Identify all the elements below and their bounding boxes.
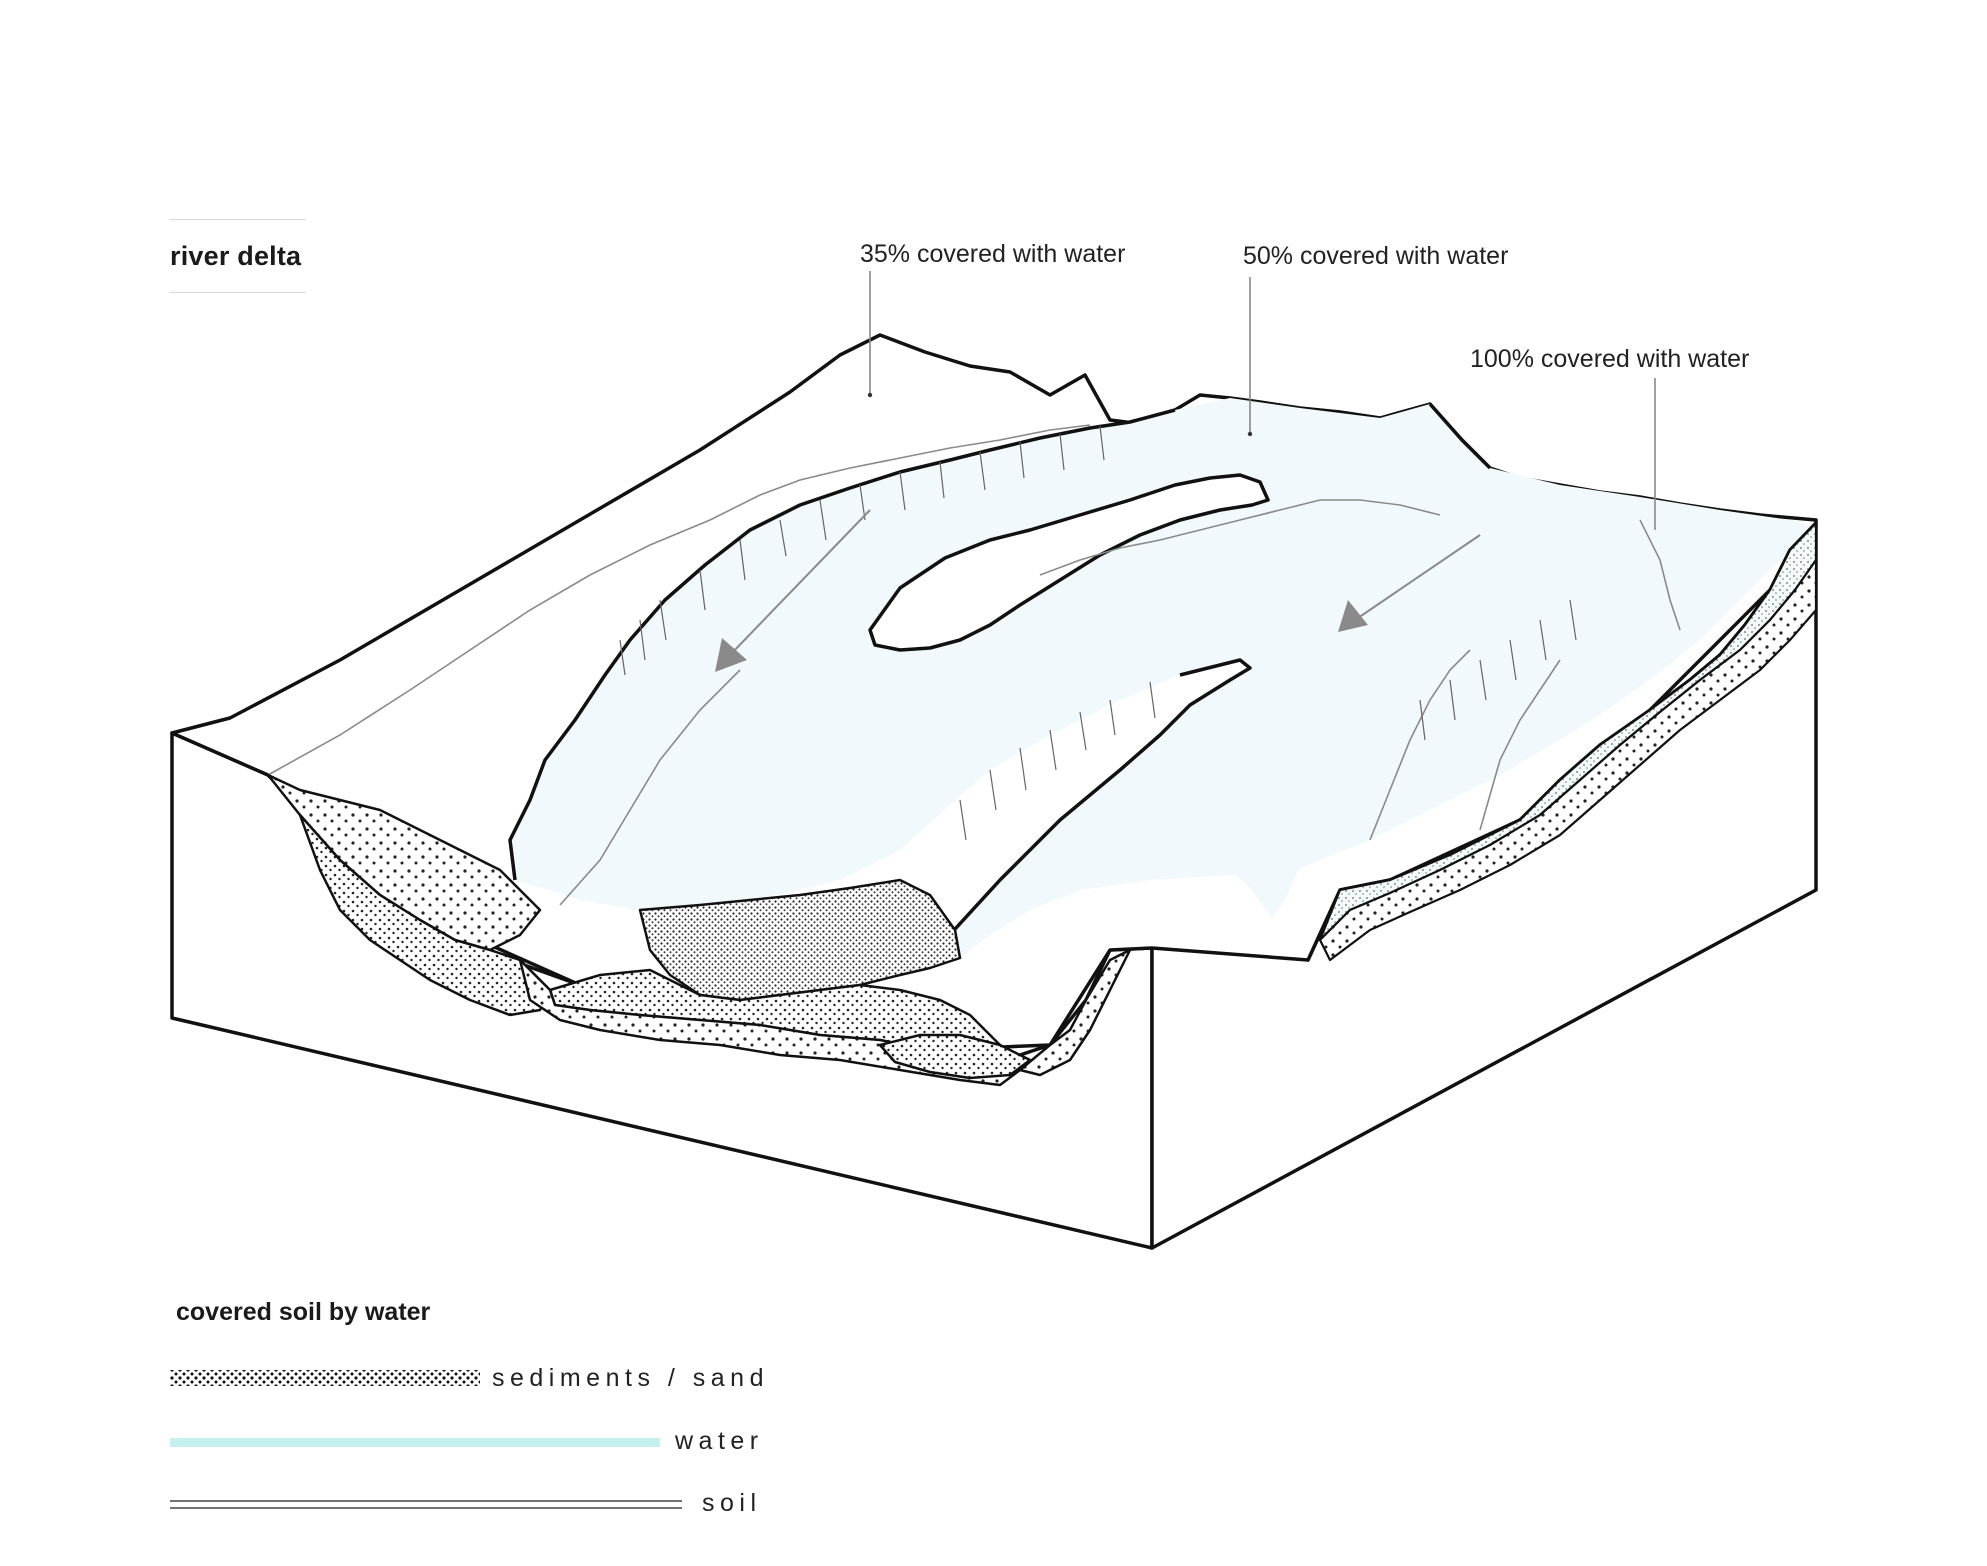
double-line-icon bbox=[170, 1500, 682, 1509]
legend-label-sediments: sediments / sand bbox=[492, 1364, 769, 1392]
legend-title: covered soil by water bbox=[176, 1298, 431, 1326]
title-rule-bottom bbox=[170, 292, 306, 293]
title-rule-top bbox=[170, 219, 306, 220]
flow-arrow-right bbox=[1338, 534, 1481, 632]
legend-label-water: water bbox=[675, 1427, 764, 1455]
legend-label-soil: soil bbox=[702, 1489, 762, 1517]
dotted-line-icon bbox=[170, 1370, 480, 1386]
callout-35-percent: 35% covered with water bbox=[860, 240, 1126, 268]
stratum-right-face-lower bbox=[1318, 558, 1818, 962]
callout-50-percent: 50% covered with water bbox=[1243, 242, 1509, 270]
channel-bank-lower bbox=[943, 658, 1252, 960]
callout-leaders bbox=[869, 271, 1656, 530]
channel-bank-upper bbox=[508, 408, 1176, 881]
flow-arrow-left bbox=[715, 509, 871, 672]
river-island bbox=[868, 473, 1270, 652]
cyan-line-icon bbox=[170, 1438, 660, 1447]
stratum-left-sand-2 bbox=[298, 813, 552, 1017]
channel-bank-right bbox=[1428, 402, 1492, 470]
bank-hatching bbox=[619, 425, 1577, 841]
stratum-right-bank bbox=[1018, 948, 1132, 1077]
river-water bbox=[510, 398, 1810, 958]
stratum-lens bbox=[878, 1033, 1032, 1080]
diagram-title: river delta bbox=[170, 241, 302, 271]
callout-100-percent: 100% covered with water bbox=[1470, 345, 1750, 373]
terrace-lines bbox=[267, 424, 1681, 906]
